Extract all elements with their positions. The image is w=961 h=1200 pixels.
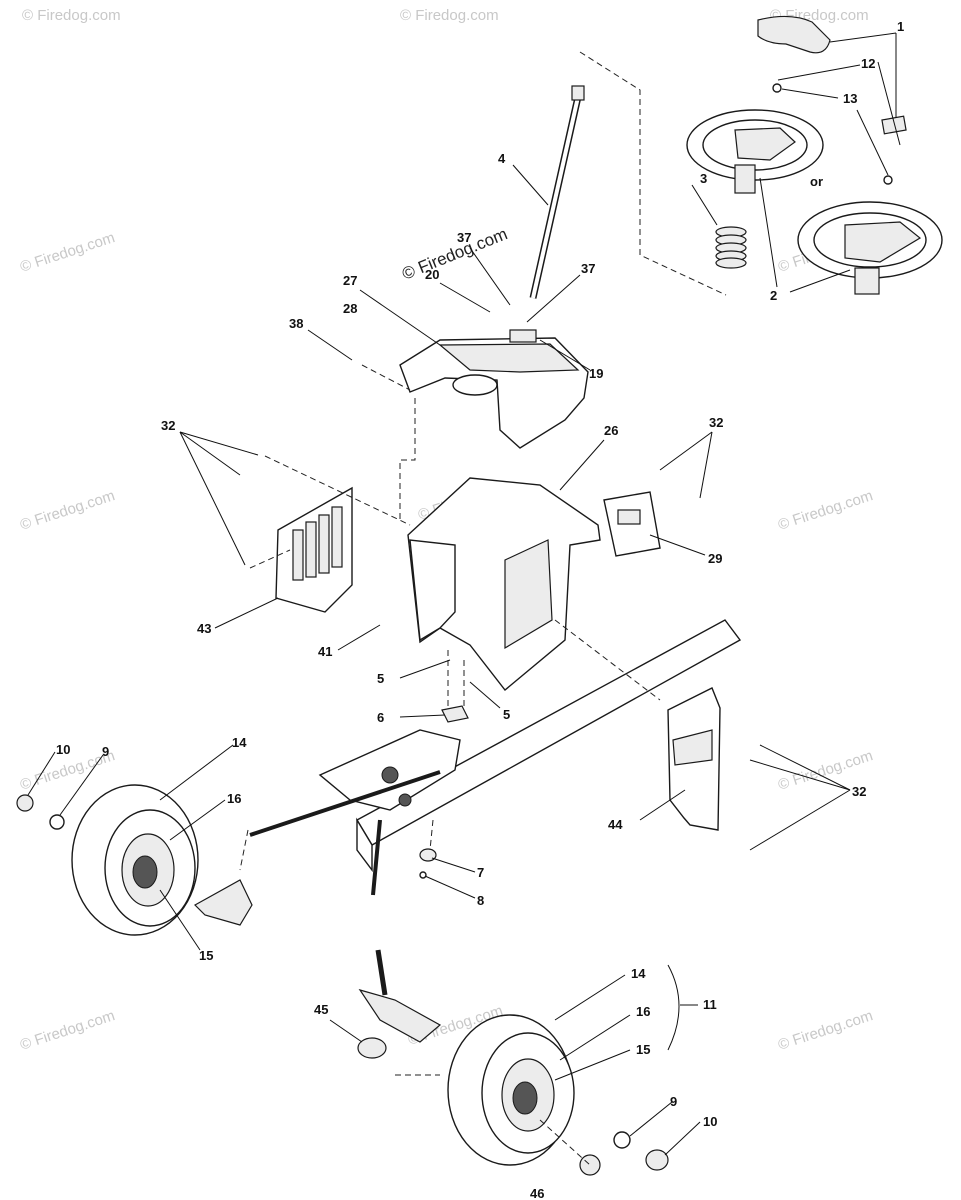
callout-10: 10 xyxy=(56,742,70,757)
tie-rod xyxy=(249,770,441,837)
callout-32: 32 xyxy=(161,418,175,433)
callout-5b: 5 xyxy=(503,707,510,722)
callout-2: 2 xyxy=(770,288,777,303)
callout-38: 38 xyxy=(289,316,303,331)
callout-46: 46 xyxy=(530,1186,544,1200)
callout-1: 1 xyxy=(897,19,904,34)
callout-6: 6 xyxy=(377,710,384,725)
nut xyxy=(419,848,437,862)
bracket xyxy=(441,705,469,723)
callout-5: 5 xyxy=(377,671,384,686)
watermark: © Firedog.com xyxy=(776,1007,875,1054)
callout-10b: 10 xyxy=(703,1114,717,1129)
watermark: © Firedog.com xyxy=(22,7,121,24)
callout-8: 8 xyxy=(477,893,484,908)
callout-32b: 32 xyxy=(709,415,723,430)
bushing xyxy=(579,1154,601,1176)
bushing xyxy=(357,1037,387,1059)
callout-16: 16 xyxy=(227,791,241,806)
spindle-right xyxy=(358,988,442,1043)
callout-37: 37 xyxy=(457,230,471,245)
callout-41: 41 xyxy=(318,644,332,659)
dash-panel xyxy=(399,329,589,449)
pedestal xyxy=(407,477,601,692)
callout-3: 3 xyxy=(700,171,707,186)
callout-26: 26 xyxy=(604,423,618,438)
spring xyxy=(715,226,747,269)
callout-19: 19 xyxy=(589,366,603,381)
callout-13: 13 xyxy=(843,91,857,106)
plate xyxy=(603,491,661,557)
callout-9b: 9 xyxy=(670,1094,677,1109)
leader-lines xyxy=(27,32,901,1156)
watermark: © Firedog.com xyxy=(18,487,117,534)
callout-11: 11 xyxy=(703,997,717,1012)
steering-shaft xyxy=(529,85,585,299)
tie-rod xyxy=(371,819,382,896)
washer xyxy=(772,83,782,93)
callout-labels: 1 12 13 4 3 2 2 37 20 37 27 28 19 38 32 … xyxy=(56,19,904,1200)
callout-28: 28 xyxy=(343,301,357,316)
front-cover xyxy=(667,687,721,831)
steering-wheel-a xyxy=(686,109,824,194)
steering-wheel-b xyxy=(797,201,943,295)
washer xyxy=(883,175,893,185)
watermark: © Firedog.com xyxy=(776,487,875,534)
callout-14: 14 xyxy=(232,735,247,750)
callout-9: 9 xyxy=(102,744,109,759)
callout-12: 12 xyxy=(861,56,875,71)
callout-43: 43 xyxy=(197,621,211,636)
callout-32c: 32 xyxy=(852,784,866,799)
watermark: © Firedog.com xyxy=(400,7,499,24)
callout-37b: 37 xyxy=(581,261,595,276)
callout-16b: 16 xyxy=(636,1004,650,1019)
callout-14b: 14 xyxy=(631,966,646,981)
callout-29: 29 xyxy=(708,551,722,566)
callout-15b: 15 xyxy=(636,1042,650,1057)
spindle-left xyxy=(194,879,253,926)
watermark: © Firedog.com xyxy=(18,229,117,276)
wheel-right xyxy=(447,1014,575,1166)
callout-45: 45 xyxy=(314,1002,328,1017)
cap xyxy=(645,1149,669,1171)
callout-15: 15 xyxy=(199,948,213,963)
washer xyxy=(419,871,427,879)
callout-20: 20 xyxy=(425,267,439,282)
steering-cap xyxy=(757,15,831,54)
washer xyxy=(49,814,65,830)
washer xyxy=(613,1131,631,1149)
callout-27: 27 xyxy=(343,273,357,288)
side-panel xyxy=(275,486,353,613)
nut xyxy=(881,115,907,135)
watermark: © Firedog.com xyxy=(18,1007,117,1054)
callout-7: 7 xyxy=(477,865,484,880)
spindle-shaft xyxy=(375,949,388,996)
callout-44: 44 xyxy=(608,817,623,832)
cap xyxy=(16,794,34,812)
wheel-left xyxy=(71,784,199,936)
or-label: or xyxy=(810,174,823,189)
callout-4: 4 xyxy=(498,151,506,166)
assembly-lines xyxy=(239,51,727,1166)
watermark-main: © Firedog.com xyxy=(399,224,510,283)
